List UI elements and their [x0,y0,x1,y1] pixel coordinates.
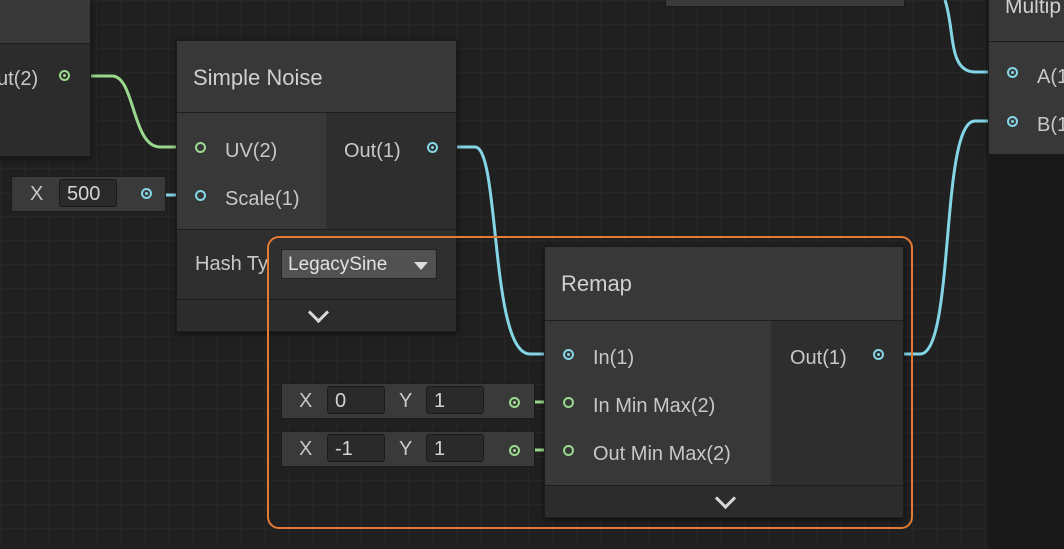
hash-type-label: Hash Ty [195,253,268,275]
scale-input-port[interactable] [195,190,206,201]
out-min-max-y-input[interactable]: 1 [426,434,484,462]
remap-header[interactable]: Remap [545,247,903,321]
remap-inminmax-label: In Min Max(2) [593,395,716,417]
wire-to-a [943,0,1012,74]
multiply-inputs [989,42,1064,154]
simple-noise-outputs [326,113,456,229]
uv-input-label: UV(2) [225,140,278,162]
in-min-max-y-label: Y [399,390,413,412]
remap-output-label: Out(1) [790,347,847,369]
scale-x-input[interactable]: 500 [59,179,117,207]
noise-output-label: Out(1) [344,140,401,162]
wire-remap-to-b [879,119,1012,356]
uv-input-port[interactable] [195,142,206,153]
multiply-title: Multip [1005,0,1062,18]
out-min-max-x-input[interactable]: -1 [327,434,385,462]
noise-output-port[interactable] [427,142,438,153]
scale-field: X 500 [11,176,166,212]
remap-inminmax-port[interactable] [563,397,574,408]
simple-noise-node[interactable]: Simple Noise UV(2) Scale(1) Out(1) Hash … [176,40,457,332]
remap-outputs [771,321,903,485]
remap-in-label: In(1) [593,347,635,369]
multiply-node[interactable]: Multip A(1 B(1 [988,0,1064,155]
out-min-max-x-label: X [299,438,313,460]
multiply-b-port[interactable] [1007,116,1018,127]
left-node[interactable]: ut(2) [0,0,91,157]
scale-input-label: Scale(1) [225,188,300,210]
out-min-max-field-port[interactable] [509,445,520,456]
in-min-max-y-input[interactable]: 1 [426,386,484,414]
multiply-header[interactable]: Multip [989,0,1064,42]
dark-panel [988,155,1064,549]
multiply-a-label: A(1 [1037,66,1064,88]
remap-inputs [545,321,771,485]
simple-noise-header[interactable]: Simple Noise [177,41,456,113]
out-min-max-field: X -1 Y 1 [281,431,535,467]
in-min-max-field: X 0 Y 1 [281,383,535,419]
remap-outminmax-port[interactable] [563,445,574,456]
scale-x-label: X [30,183,44,205]
out-min-max-y-label: Y [399,438,413,460]
remap-title: Remap [561,271,632,296]
hash-type-row: Hash Ty LegacySine [177,229,456,300]
chevron-down-icon[interactable] [714,487,737,510]
top-partial-node[interactable] [665,0,905,7]
wire-uv [66,74,196,149]
multiply-a-port[interactable] [1007,67,1018,78]
wire-noise-to-remap [432,145,567,356]
remap-footer[interactable] [545,485,903,516]
left-node-header [0,0,90,44]
simple-noise-title: Simple Noise [193,65,323,90]
remap-output-port[interactable] [873,349,884,360]
dropdown-triangle-icon [414,262,428,270]
chevron-down-icon[interactable] [307,301,329,324]
in-min-max-x-label: X [299,390,313,412]
simple-noise-inputs [177,113,326,229]
left-node-output-label: ut(2) [0,68,39,90]
scale-field-port[interactable] [141,188,152,199]
remap-node[interactable]: Remap In(1) In Min Max(2) Out Min Max(2)… [544,246,904,518]
in-min-max-x-input[interactable]: 0 [327,386,385,414]
simple-noise-footer[interactable] [177,299,456,330]
hash-type-value: LegacySine [288,254,388,275]
multiply-b-label: B(1 [1037,114,1064,136]
in-min-max-field-port[interactable] [509,397,520,408]
remap-outminmax-label: Out Min Max(2) [593,443,731,465]
left-node-output-port[interactable] [59,70,70,81]
hash-type-dropdown[interactable]: LegacySine [281,249,437,279]
remap-in-port[interactable] [563,349,574,360]
